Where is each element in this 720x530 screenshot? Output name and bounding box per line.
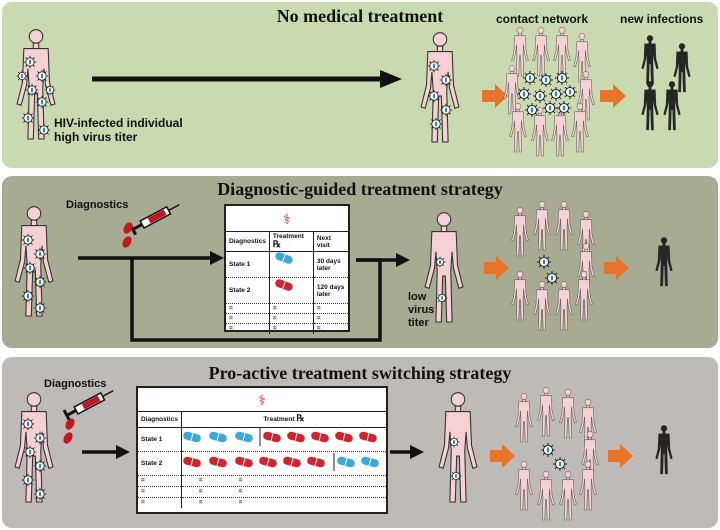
orange-arrow-icon <box>608 444 633 468</box>
pill-sequence-state-1 <box>181 428 379 446</box>
row-filler: == <box>198 499 243 507</box>
orange-arrow-icon <box>604 256 629 280</box>
row-filler: = <box>226 323 270 334</box>
next-visit-2: 120 days later <box>316 283 345 298</box>
treatment-table: ⚕ Diagnostics Treatment ℞ Next visit Sta… <box>224 204 350 334</box>
contact-network-label: contact network <box>496 12 589 26</box>
rx-icon: ℞ <box>272 240 281 250</box>
diagnostics-label: Diagnostics <box>44 378 107 390</box>
orange-arrow-icon <box>482 84 508 108</box>
diagnostics-label: Diagnostics <box>66 199 129 211</box>
low-titer-individual-icon <box>438 391 478 503</box>
contact-network-icon <box>515 387 599 521</box>
header-diagnostics: Diagnostics <box>138 412 182 427</box>
new-infection-icon <box>655 237 673 287</box>
arrowhead-icon <box>396 253 410 267</box>
header-treatment: Treatment <box>263 416 295 424</box>
pill-blue-icon <box>273 250 295 266</box>
pill-sequence-state-2 <box>181 453 381 471</box>
orange-arrow-icon <box>484 256 509 280</box>
new-infections-label: new infections <box>620 12 704 26</box>
blood-drop-icon <box>122 222 133 248</box>
row-filler: = <box>138 497 182 508</box>
low-virus-label: titer <box>408 317 429 329</box>
low-virus-label: low <box>408 291 427 303</box>
panel-title: No medical treatment <box>276 6 444 26</box>
arrow-icon <box>82 445 130 459</box>
header-next-visit: Next visit <box>316 234 331 249</box>
arrowhead-icon <box>210 251 224 265</box>
row-state-1: State 1 <box>226 251 270 278</box>
row-filler: = <box>316 315 321 322</box>
infected-individual-icon <box>14 205 54 317</box>
row-filler: = <box>226 313 270 324</box>
row-filler: = <box>269 323 314 334</box>
row-state-2: State 2 <box>226 277 270 304</box>
high-virus-titer-label: high virus titer <box>54 130 138 144</box>
infected-individual-icon <box>420 31 460 143</box>
contact-network-icon <box>511 201 595 331</box>
panel-no-treatment: No medical treatment contact network new… <box>2 2 718 168</box>
low-titer-individual-icon <box>424 211 464 323</box>
row-state-1: State 1 <box>138 427 182 451</box>
row-filler: = <box>138 486 182 497</box>
caduceus-icon: ⚕ <box>226 206 348 232</box>
orange-arrow-icon <box>490 444 515 468</box>
next-visit-1: 30 days later <box>316 257 341 272</box>
blood-drop-icon <box>63 418 75 444</box>
infected-individual-icon <box>16 28 56 140</box>
orange-arrow-icon <box>600 84 626 108</box>
row-filler: == <box>198 488 243 495</box>
flow-arrows-icon <box>78 256 398 342</box>
row-state-2: State 2 <box>138 451 182 475</box>
contact-network-icon <box>503 27 595 157</box>
syringe-icon <box>127 198 183 237</box>
infected-individual-icon <box>14 391 54 503</box>
row-filler: = <box>269 303 314 314</box>
new-infections-icon <box>641 35 691 131</box>
hiv-infected-label: HIV-infected individual <box>54 116 183 130</box>
panel-title: Diagnostic-guided treatment strategy <box>217 179 503 199</box>
row-filler: = <box>269 313 314 324</box>
virus-cluster-icon <box>540 442 568 472</box>
header-diagnostics: Diagnostics <box>226 232 270 252</box>
panel-proactive-switching: Pro-active treatment switching strategy … <box>2 357 718 528</box>
long-arrow-icon <box>92 70 402 88</box>
header-treatment: Treatment <box>272 233 304 240</box>
syringe-icon <box>61 384 117 423</box>
low-virus-label: virus <box>408 304 435 316</box>
virus-cluster-icon <box>536 254 560 286</box>
row-filler: = <box>226 303 270 314</box>
panel-title: Pro-active treatment switching strategy <box>208 363 512 383</box>
row-filler: = <box>138 475 182 486</box>
caduceus-icon: ⚕ <box>138 388 386 412</box>
arrow-icon <box>390 445 424 459</box>
treatment-table: ⚕ Diagnostics Treatment ℞ State 1 State … <box>136 386 388 514</box>
row-filler: == <box>198 477 243 484</box>
rx-icon: ℞ <box>296 414 305 425</box>
row-filler: = <box>316 325 321 333</box>
row-filler: = <box>316 305 321 312</box>
panel-diagnostic-guided: Diagnostic-guided treatment strategy Dia… <box>2 176 718 348</box>
new-infection-icon <box>655 425 673 475</box>
pill-red-icon <box>273 277 295 293</box>
virus-cluster-icon <box>516 70 578 118</box>
